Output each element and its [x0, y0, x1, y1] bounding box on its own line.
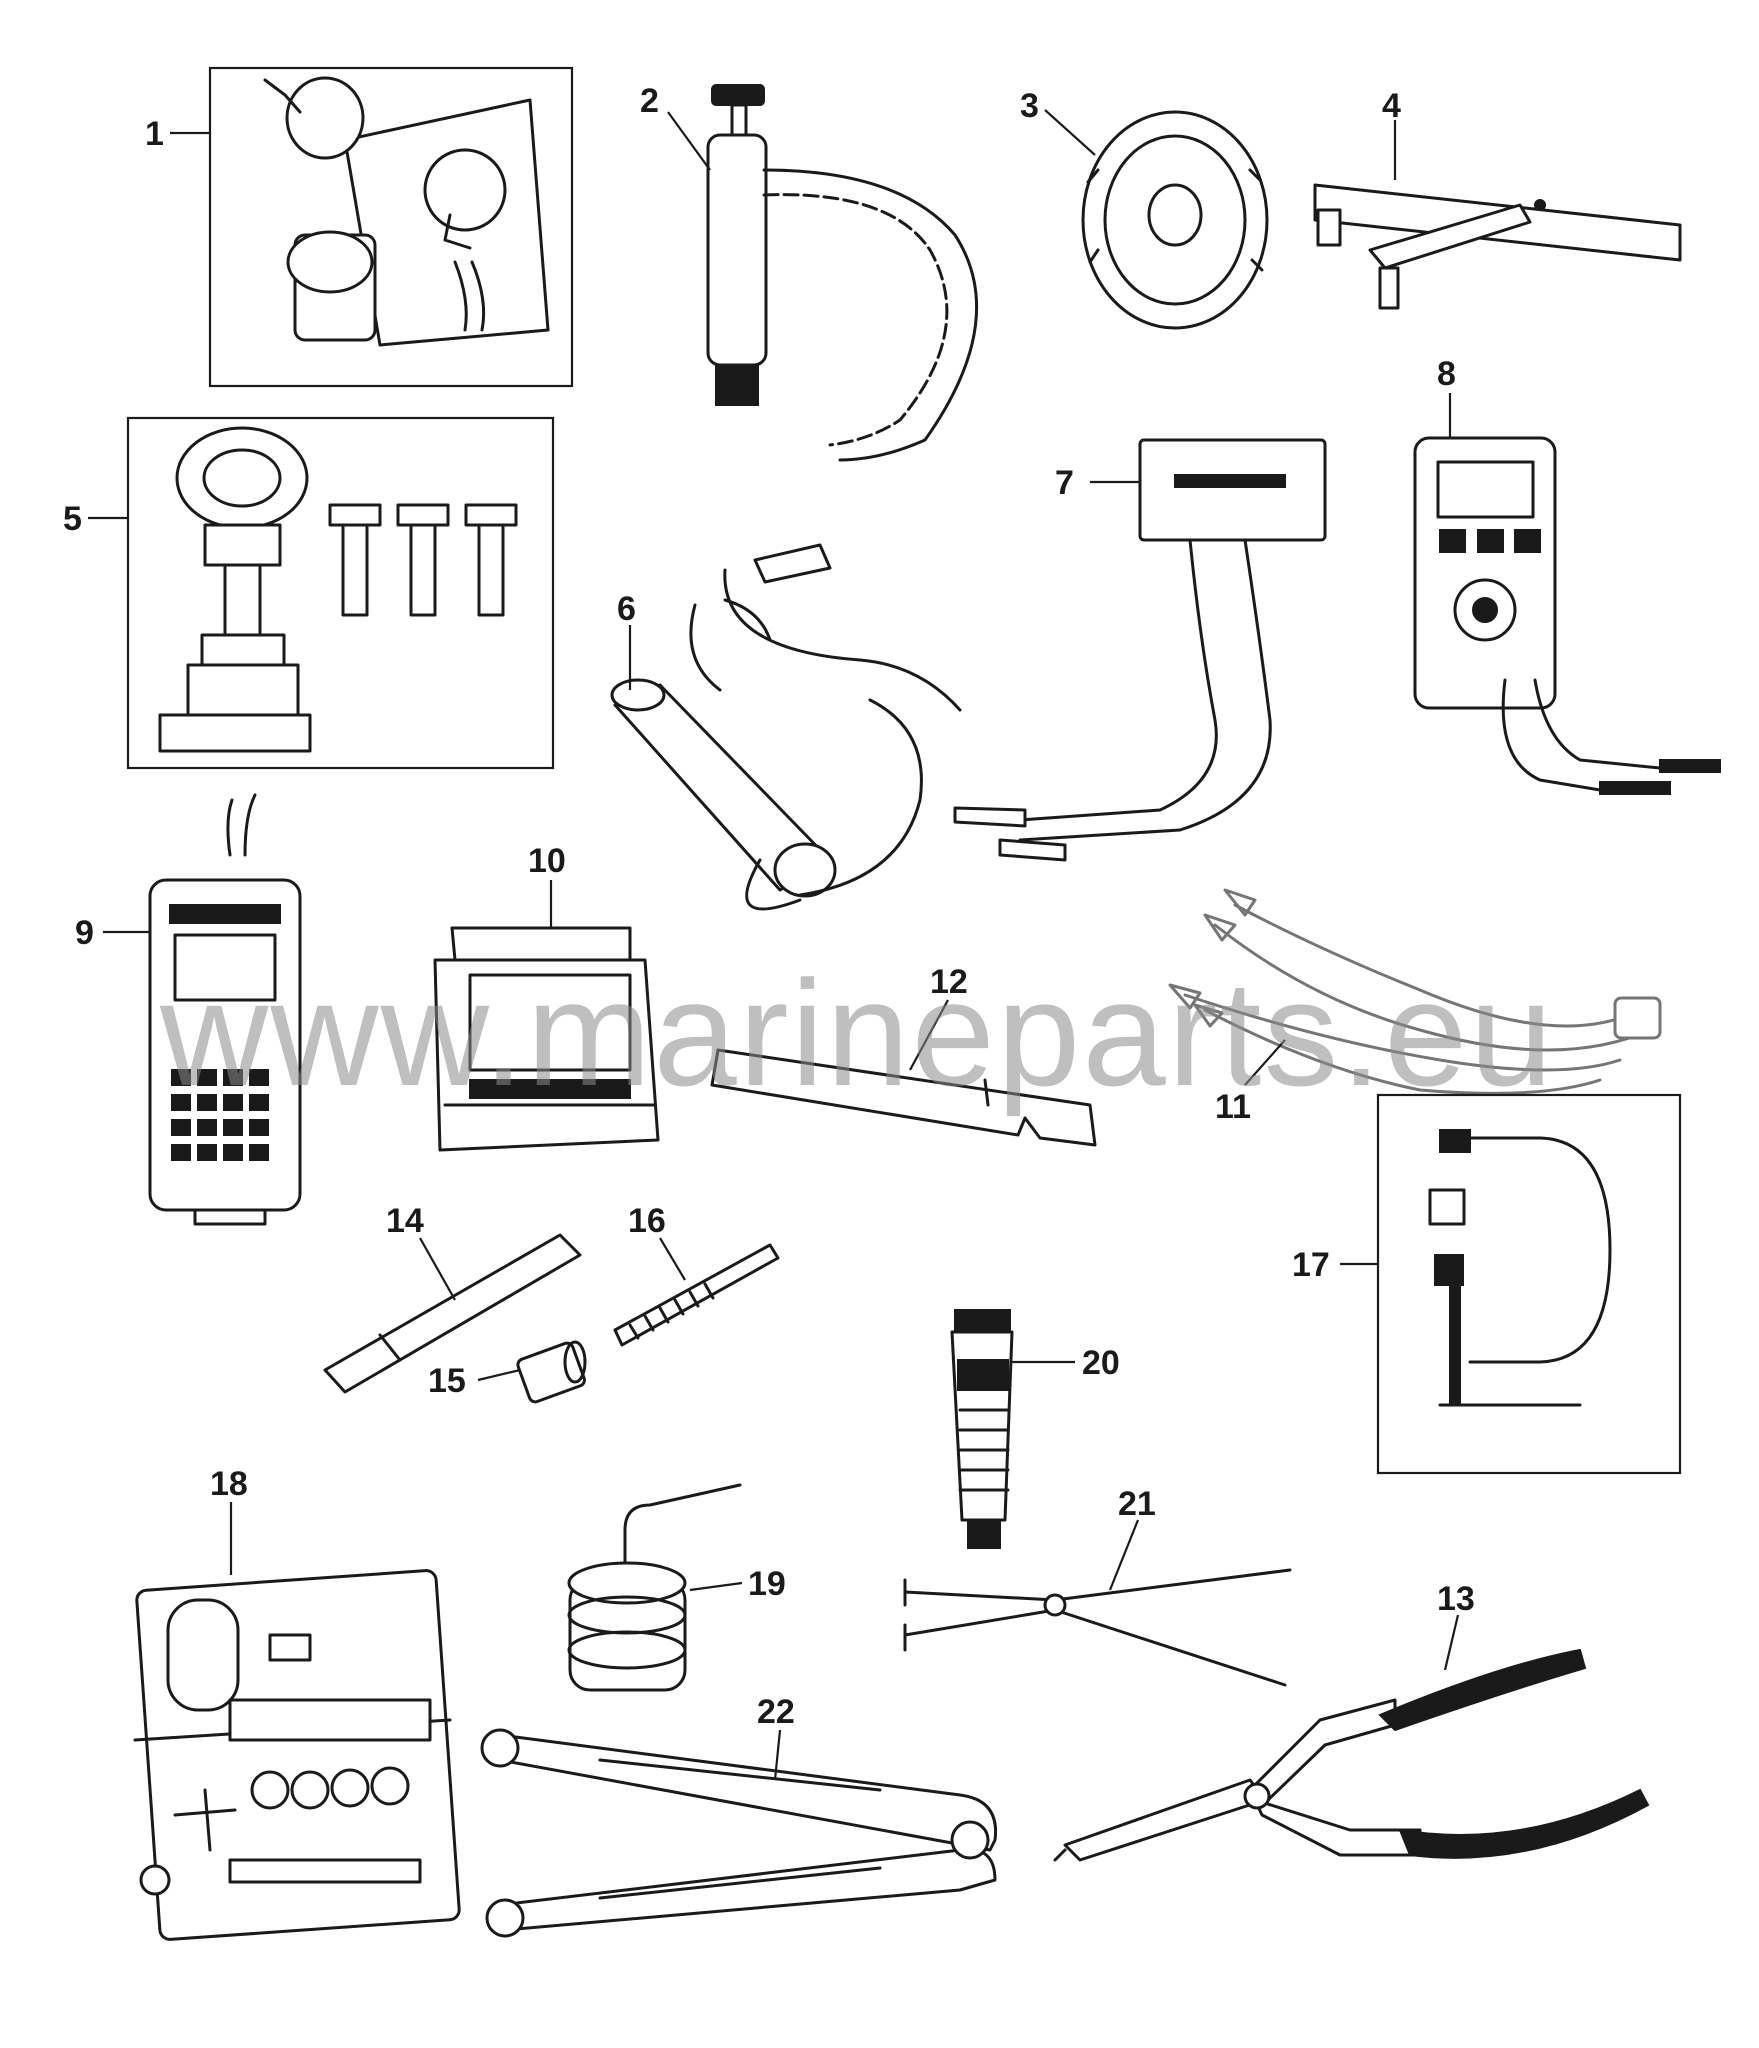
part-8-illustration	[1413, 436, 1721, 795]
callout-labels: 1 2 3 4 5 6 7 8 9 10 11 12 13 14 15 16 1…	[63, 82, 1475, 1731]
part-21-illustration	[903, 1568, 1292, 1687]
callout-16: 16	[628, 1202, 666, 1240]
callout-13: 13	[1437, 1580, 1475, 1618]
callout-7: 7	[1055, 464, 1074, 502]
part-19-illustration	[567, 1483, 742, 1692]
callout-21: 21	[1118, 1485, 1156, 1523]
part-7-illustration	[953, 438, 1327, 862]
part-3-illustration	[1081, 110, 1269, 330]
callout-15: 15	[428, 1362, 466, 1400]
part-22-illustration	[480, 1728, 998, 1938]
part-9-illustration	[148, 793, 302, 1226]
callout-10: 10	[528, 842, 566, 880]
leader-lines	[88, 109, 1460, 1781]
part-6-illustration	[610, 543, 962, 911]
part-14-illustration	[323, 1233, 582, 1394]
part-18-illustration	[133, 1569, 461, 1941]
callout-17: 17	[1292, 1246, 1330, 1284]
part-13-illustration	[1053, 1648, 1650, 1862]
callout-12: 12	[930, 963, 968, 1001]
part-16-illustration	[613, 1243, 780, 1347]
callout-8: 8	[1437, 355, 1456, 393]
part-2-illustration	[706, 84, 979, 462]
callout-19: 19	[748, 1565, 786, 1603]
part-15-illustration	[516, 1340, 587, 1404]
callout-18: 18	[210, 1465, 248, 1503]
callout-1: 1	[145, 115, 164, 153]
part-4-illustration	[1313, 183, 1682, 310]
watermark-text: www.marineparts.eu	[159, 949, 1555, 1117]
part-5-illustration	[126, 416, 555, 770]
callout-6: 6	[617, 590, 636, 628]
keypad	[171, 1069, 269, 1161]
callout-9: 9	[75, 914, 94, 952]
callout-4: 4	[1382, 87, 1401, 125]
part-17-illustration	[1376, 1093, 1682, 1475]
part-20-illustration	[950, 1309, 1014, 1549]
callout-22: 22	[757, 1693, 795, 1731]
part-11-illustration	[1168, 888, 1662, 1095]
callout-14: 14	[386, 1202, 424, 1240]
callout-5: 5	[63, 500, 82, 538]
callout-20: 20	[1082, 1344, 1120, 1382]
callout-2: 2	[640, 82, 659, 120]
part-1-illustration	[208, 66, 574, 388]
callout-3: 3	[1020, 87, 1039, 125]
callout-11: 11	[1215, 1088, 1251, 1126]
part-12-illustration	[710, 1048, 1097, 1147]
part-10-illustration	[433, 926, 660, 1152]
